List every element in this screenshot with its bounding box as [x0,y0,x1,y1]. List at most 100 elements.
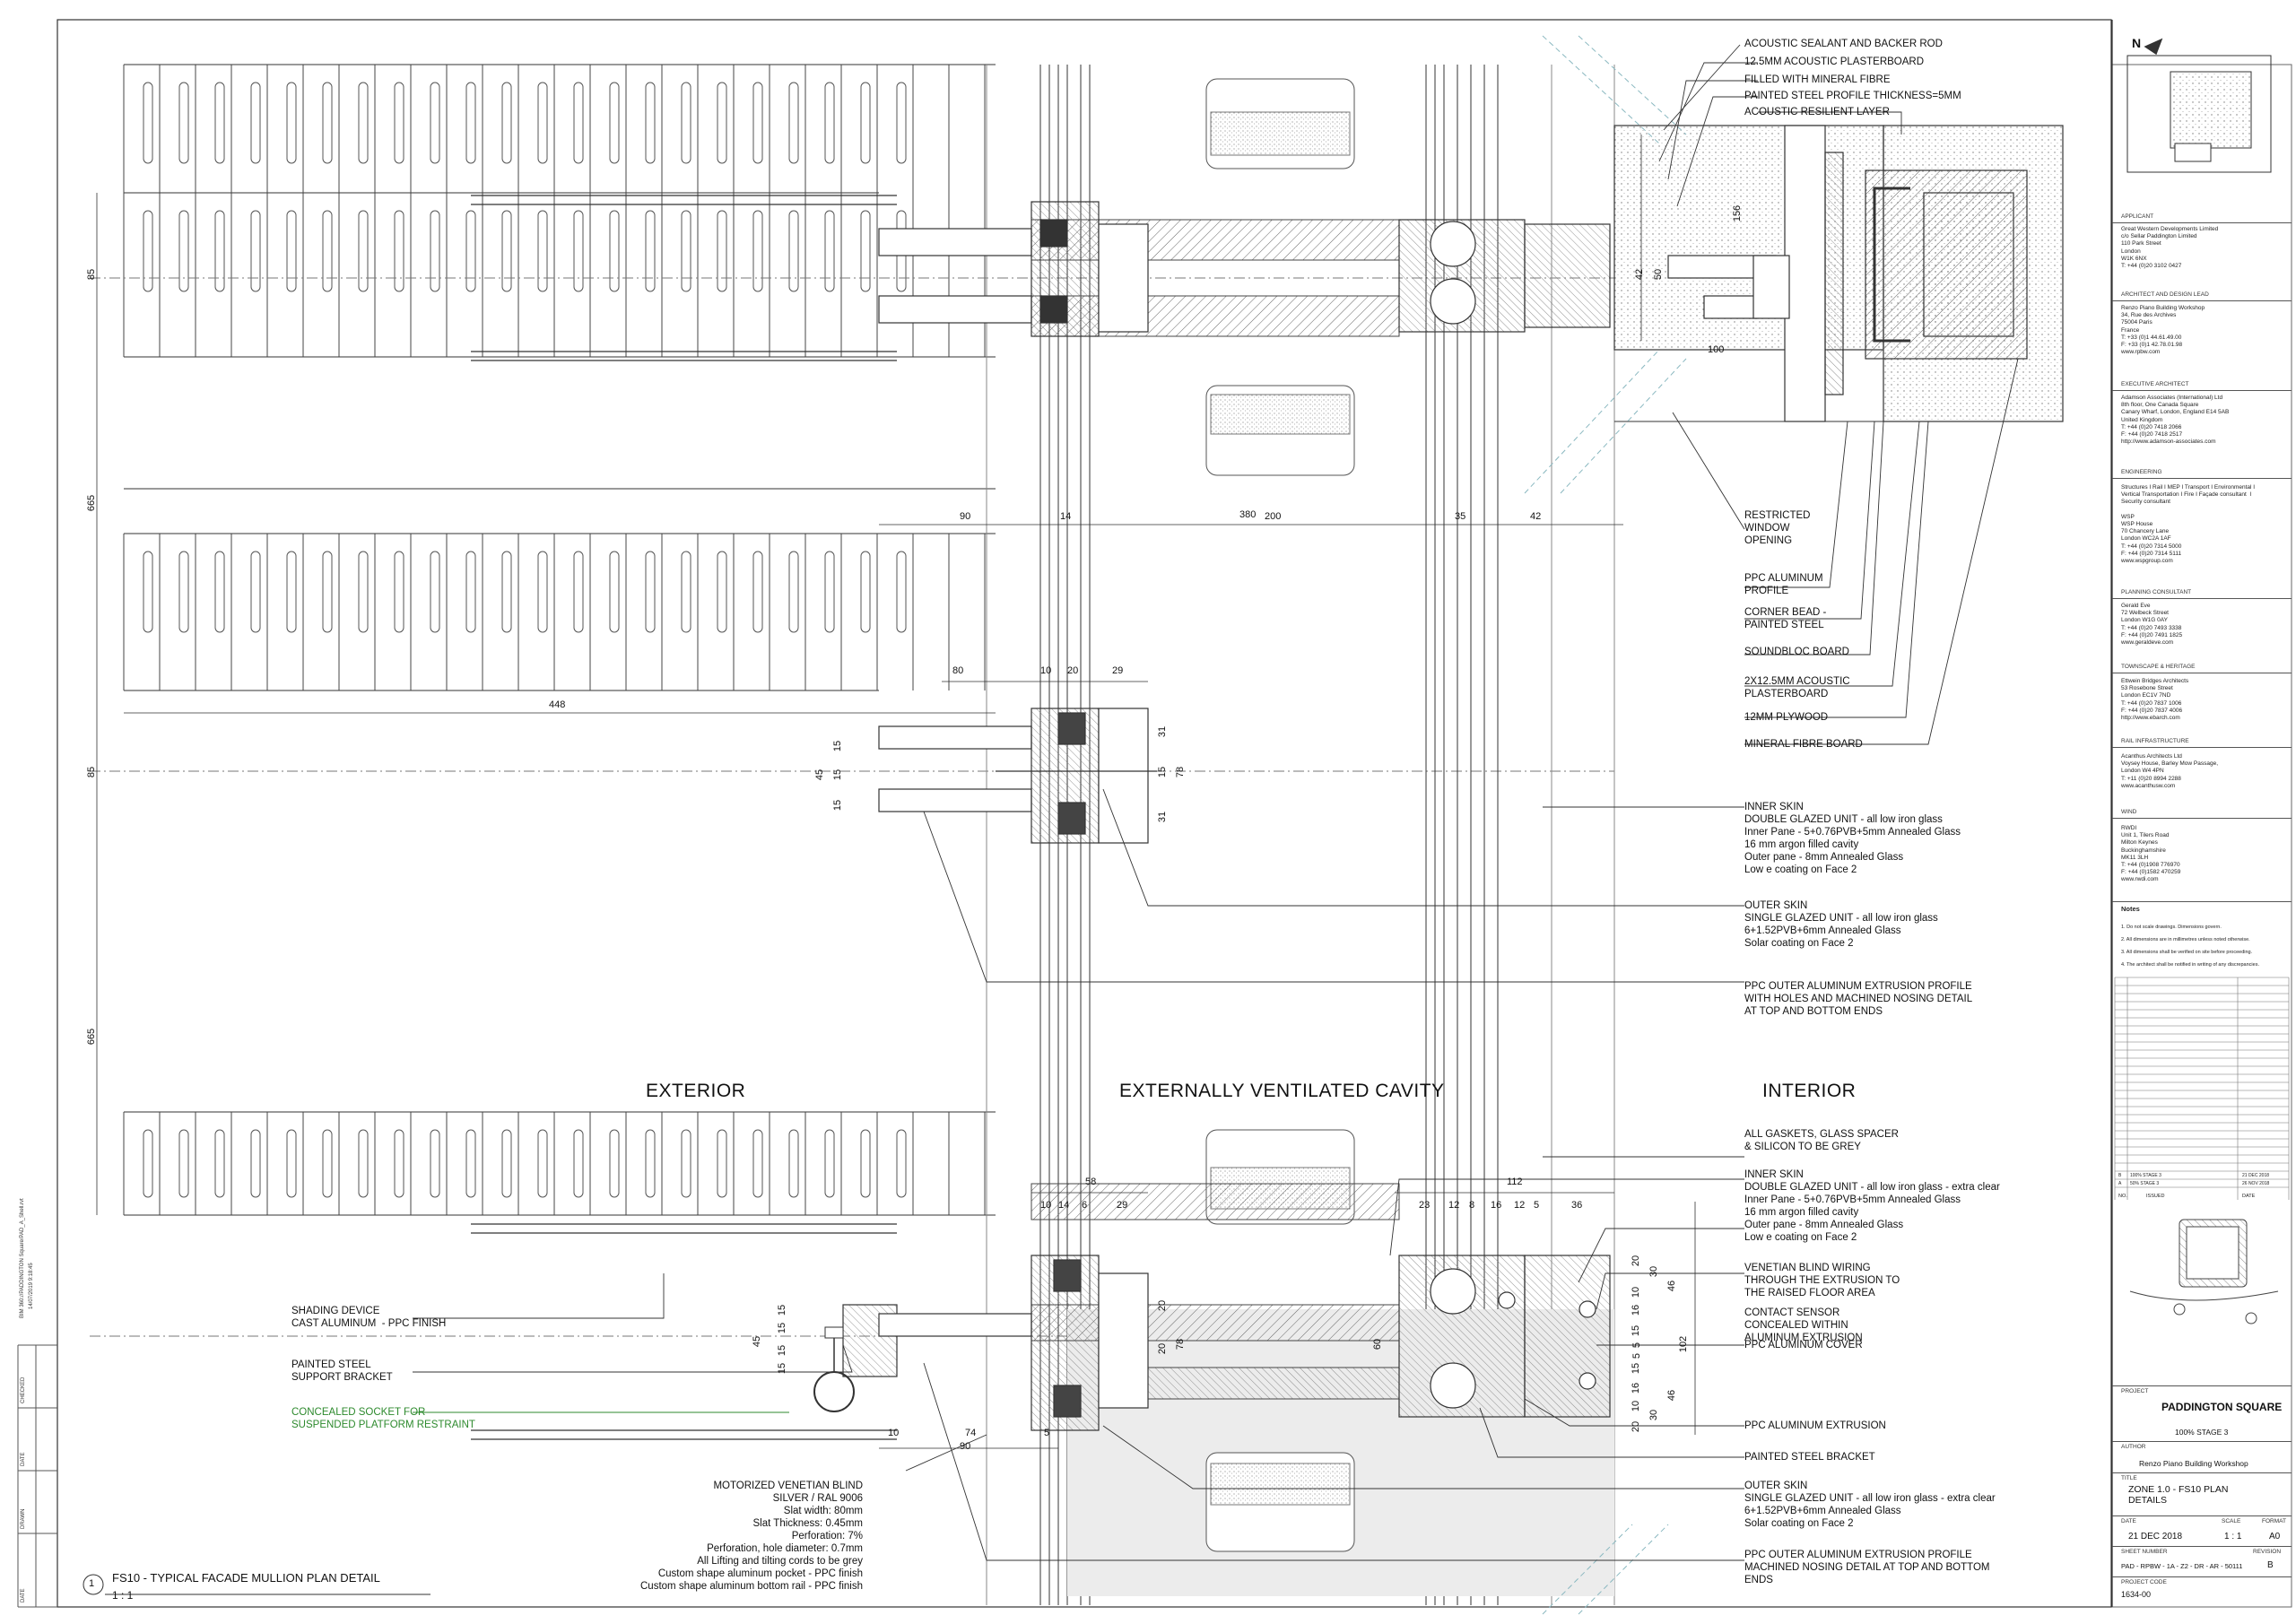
dimension-lines [96,135,1696,1449]
slat-slot [394,210,404,292]
dim-v-665b: 665 [86,1028,98,1046]
dim-112: 112 [1507,1177,1523,1187]
slat-slot [609,82,620,164]
note-2: 2. All dimensions are in millimetres unl… [2121,937,2250,942]
slat-slot [681,551,691,633]
slat-slot [788,1129,799,1198]
slat-slot [214,82,225,164]
slat-slot [394,82,404,164]
rev-a-issued: 50% STAGE 3 [2130,1181,2160,1186]
dim-l-14: 14 [1058,1200,1070,1211]
dim-20: 20 [1067,665,1079,676]
slat-slot [465,82,476,164]
platform-ring [813,1371,855,1412]
sheet-title: ZONE 1.0 - FS10 PLAN DETAILS [2128,1484,2229,1506]
sheet-date: 21 DEC 2018 [2128,1532,2183,1541]
slat-slot [788,551,799,633]
format-label: FORMAT [2262,1518,2286,1524]
author-name: Renzo Piano Building Workshop [2139,1459,2248,1468]
slat-slot [752,82,763,164]
callout-outer-skin-1: OUTER SKIN SINGLE GLAZED UNIT - all low … [1744,900,1938,949]
dim-lv-102: 102 [1678,1335,1690,1353]
dim-l-29: 29 [1117,1200,1128,1211]
slat-slot [358,1129,369,1198]
callout-acoustic-sealant: ACOUSTIC SEALANT AND BACKER ROD [1744,39,1943,49]
callout-shading-device: SHADING DEVICE CAST ALUMINUM - PPC FINIS… [291,1306,447,1329]
callout-concealed-socket: CONCEALED SOCKET FOR SUSPENDED PLATFORM … [291,1407,475,1430]
sheet-number-label: SHEET NUMBER [2121,1549,2168,1555]
slat-slot [322,551,333,633]
slat-slot [286,210,297,292]
dim-lv-15b: 15 [1631,1362,1642,1375]
drawn-label: DRAWN [21,1508,26,1529]
dim-156: 156 [1732,204,1744,222]
dim-42: 42 [1634,268,1646,281]
slat-slot [896,82,907,164]
dim-l-12b: 12 [1514,1200,1526,1211]
cavity-rect-top-h [1210,111,1351,156]
callout-ppc-extrusion: PPC ALUMINUM EXTRUSION [1744,1420,1886,1431]
note-1: 1. Do not scale drawings. Dimensions gov… [2121,925,2222,930]
slat-slot [501,82,512,164]
dim-v-85b: 85 [86,766,98,778]
checked-label: CHECKED [21,1376,26,1403]
rev-b-no: B [2118,1173,2122,1178]
dim-29: 29 [1112,665,1124,676]
blind-slats [124,64,996,1216]
slat-slot [573,82,584,164]
dim-448: 448 [549,699,566,710]
dim-b-5: 5 [1044,1428,1050,1438]
dim-200: 200 [1265,511,1282,522]
project-name: PADDINGTON SQUARE [2161,1401,2283,1413]
revision-label: REVISION [2253,1549,2282,1555]
rev-b-issued: 100% STAGE 3 [2130,1173,2161,1178]
drawing-number-circle [83,1574,104,1595]
callout-outer-extrusion-2: PPC OUTER ALUMINUM EXTRUSION PROFILE MAC… [1744,1550,1990,1585]
slat-slot [214,1129,225,1198]
drawing-number: 1 [89,1578,95,1589]
eng-text: Structures I Rail I MEP I Transport I En… [2121,484,2256,565]
dim-ll-15c: 15 [777,1344,788,1357]
slat-slot [143,1129,153,1198]
date-side-label: DATE [21,1452,26,1466]
rev-header-issued: ISSUED [2146,1194,2165,1199]
slat-slot [286,1129,297,1198]
plan-label: PLANNING CONSULTANT [2121,589,2192,595]
dim-v-15b: 15 [832,769,844,781]
slat-slot [717,551,727,633]
dim-l-8: 8 [1469,1200,1475,1211]
sheet-number: PAD - RPBW - 1A - Z2 - DR - AR - 50111 [2121,1562,2243,1570]
callout-inner-skin-1: INNER SKIN DOUBLE GLAZED UNIT - all low … [1744,802,1961,875]
dim-lv-30a: 30 [1648,1265,1660,1278]
dim-l-23: 23 [1419,1200,1431,1211]
dim-90: 90 [960,511,971,522]
dim-v-15a: 15 [832,740,844,752]
project-stage: 100% STAGE 3 [2175,1428,2229,1437]
dim-lv-10b: 10 [1631,1400,1642,1412]
applicant-text: Great Western Developments Limited c/o S… [2121,226,2219,270]
date-side-label-2: DATE [21,1588,26,1602]
note-3: 3. All dimensions shall be verified on s… [2121,950,2253,955]
callout-outer-skin-2: OUTER SKIN SINGLE GLAZED UNIT - all low … [1744,1481,1996,1529]
dim-v-45: 45 [814,769,826,781]
project-code-label: PROJECT CODE [2121,1579,2167,1585]
slat-slot [573,1129,584,1198]
slat-slot [465,1129,476,1198]
slat-slot [430,1129,440,1198]
slat-slot [537,1129,548,1198]
note-4: 4. The architect shall be notified in wr… [2121,962,2259,968]
sheet-format: A0 [2269,1532,2281,1541]
file-path: BIM 360://PADDINGTON Square/PAD_A_Shell.… [20,1198,25,1318]
slat-slot [824,551,835,633]
slat-slot [501,1129,512,1198]
callout-2x12-plasterboard: 2X12.5MM ACOUSTIC PLASTERBOARD [1744,676,1850,699]
callout-inner-skin-2: INNER SKIN DOUBLE GLAZED UNIT - all low … [1744,1169,2000,1243]
dim-l-5: 5 [1534,1200,1540,1211]
slat-slot [322,1129,333,1198]
dim-l-6: 6 [1082,1200,1088,1211]
dim-lv-15a: 15 [1631,1324,1642,1337]
plan-text: Gerald Eve 72 Welbeck Street London W1G … [2121,603,2183,647]
callout-blind-wiring: VENETIAN BLIND WIRING THROUGH THE EXTRUS… [1744,1263,1900,1298]
zone-interior: INTERIOR [1762,1081,1857,1101]
callout-plywood: 12MM PLYWOOD [1744,712,1829,723]
